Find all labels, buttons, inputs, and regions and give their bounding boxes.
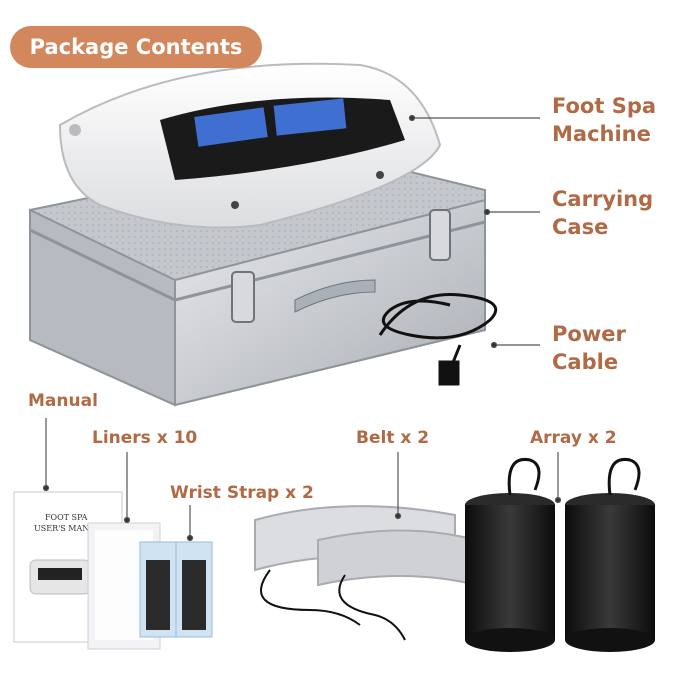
belts [254,505,469,641]
wrist-strap-label: Wrist Strap x 2 [170,483,314,503]
liners-label: Liners x 10 [92,428,198,448]
array-label: Array x 2 [530,428,617,448]
carrying-case-label: Carrying Case [552,185,653,241]
belt-label: Belt x 2 [356,428,430,448]
power-cable-label-line2: Cable [552,350,619,374]
arrays [465,457,655,652]
foot-spa-label-line1: Foot Spa [552,94,657,118]
leader-lines [42,114,562,542]
package-contents-heading: Package Contents [10,26,262,68]
foot-spa-machine-label: Foot Spa Machine [552,92,656,148]
carrying-case-label-line2: Case [552,215,609,239]
foot-spa-machine [58,62,442,229]
power-cable-label-line1: Power [552,322,626,346]
power-cable [378,293,498,386]
power-cable-label: Power Cable [552,320,626,376]
manual-title: FOOT SPA [45,513,88,522]
carrying-case-label-line1: Carrying [552,187,654,211]
wrist-strap-packs [139,541,213,638]
manual-subtitle: USER'S MANUAL [34,524,108,533]
manual-label: Manual [28,391,98,411]
foot-spa-label-line2: Machine [552,122,651,146]
